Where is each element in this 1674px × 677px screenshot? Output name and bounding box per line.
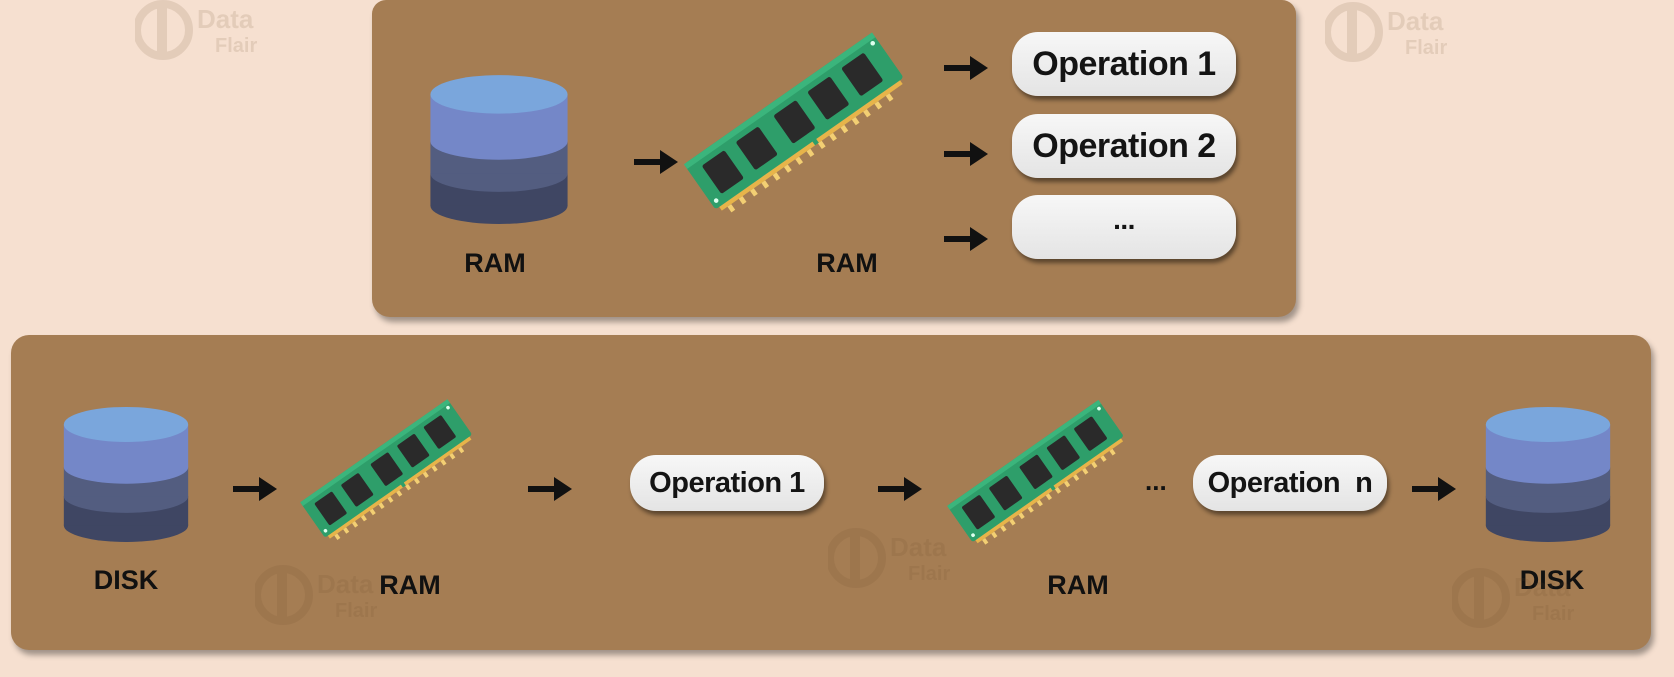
ellipsis-text: ...: [1145, 466, 1167, 496]
ram-2-label: RAM: [1047, 570, 1109, 600]
operation-n-pill: Operation n: [1193, 455, 1387, 511]
arrow-right-icon: [878, 477, 922, 501]
database-icon: [1480, 400, 1616, 548]
watermark-logo-icon: [135, 0, 285, 60]
operation-1-pill-bottom: Operation 1: [630, 455, 824, 511]
database-icon: [58, 400, 194, 548]
ram-1-label: RAM: [379, 570, 441, 600]
top-ram-label: RAM: [816, 248, 878, 278]
watermark-logo-icon: [828, 528, 978, 588]
operation-2-pill: Operation 2: [1012, 114, 1236, 178]
arrow-right-icon: [944, 227, 988, 251]
top-db-label: RAM: [464, 248, 526, 278]
database-icon: [424, 66, 574, 232]
operation-1-pill: Operation 1: [1012, 32, 1236, 96]
watermark-logo-icon: [1452, 568, 1602, 628]
arrow-right-icon: [944, 142, 988, 166]
watermark-logo-icon: [1325, 2, 1475, 62]
left-disk-label: DISK: [93, 565, 159, 595]
arrow-right-icon: [634, 150, 678, 174]
arrow-right-icon: [233, 477, 277, 501]
arrow-right-icon: [528, 477, 572, 501]
operation-more-pill: ...: [1012, 195, 1236, 259]
arrow-right-icon: [1412, 477, 1456, 501]
arrow-right-icon: [944, 56, 988, 80]
watermark-logo-icon: [255, 565, 405, 625]
